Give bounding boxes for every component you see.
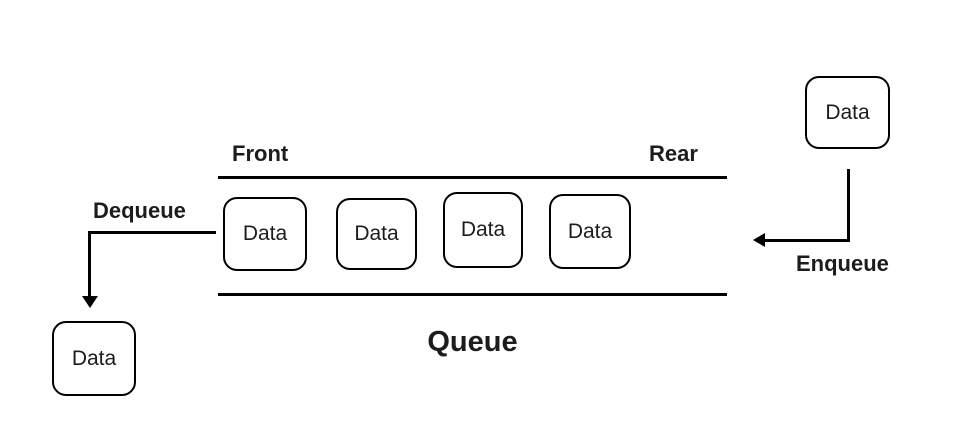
- arrow-left-icon: [753, 233, 765, 247]
- queue-item-label: Data: [242, 222, 288, 245]
- front-label: Front: [232, 141, 289, 166]
- queue-item: Data: [549, 194, 631, 269]
- dequeue-arrow-shaft-horizontal: [88, 231, 216, 234]
- queue-item-label: Data: [567, 219, 613, 243]
- dequeued-item: Data: [52, 321, 136, 396]
- queue-bottom-line: [218, 293, 727, 296]
- dequeue-arrow-shaft-vertical: [88, 231, 91, 297]
- queue-title: Queue: [427, 326, 518, 358]
- queue-top-line: [218, 176, 727, 179]
- queue-item: Data: [443, 192, 523, 268]
- enqueue-arrow-shaft-horizontal: [762, 239, 850, 242]
- enqueue-label: Enqueue: [796, 251, 889, 276]
- queue-item-label: Data: [354, 222, 399, 245]
- rear-label: Rear: [649, 141, 698, 166]
- dequeue-label: Dequeue: [93, 198, 186, 223]
- enqueue-arrow-shaft-vertical: [847, 169, 850, 242]
- queue-item-label: Data: [460, 218, 506, 241]
- enqueue-item-label: Data: [825, 100, 870, 124]
- enqueue-item: Data: [805, 76, 890, 149]
- queue-item: Data: [336, 198, 417, 270]
- queue-item: Data: [223, 197, 307, 271]
- dequeued-item-label: Data: [71, 346, 117, 370]
- arrow-down-icon: [82, 296, 98, 308]
